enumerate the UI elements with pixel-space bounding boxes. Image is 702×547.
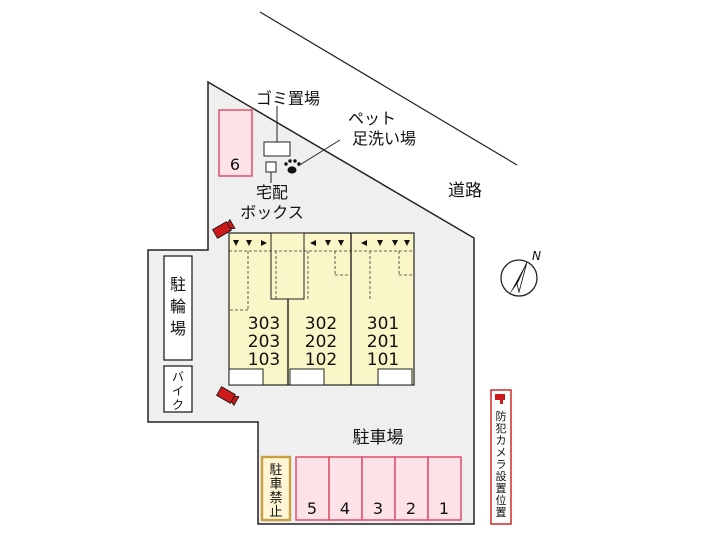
road-label: 道路: [448, 181, 482, 201]
no-parking-char-3: 禁: [269, 491, 282, 506]
unit-number-301: 301: [367, 314, 399, 334]
garbage-station: [263, 141, 291, 157]
units-column-2: 302 202 102: [305, 314, 337, 370]
camera-legend-char-6: 設: [496, 469, 507, 483]
parking-lot-label: 駐車場: [353, 428, 404, 448]
delivery-label-line2: ボックス: [240, 203, 304, 222]
parking-space-1-number: 1: [439, 499, 449, 518]
camera-legend-char-9: 置: [496, 506, 507, 519]
camera-legend-char-2: 犯: [496, 422, 507, 435]
camera-legend-char-4: メ: [496, 446, 507, 459]
parking-space-4: 4: [328, 456, 363, 521]
north-arrow-icon: N: [500, 249, 541, 297]
camera-legend: 防 犯 カ メ ラ 設 置 位 置: [490, 389, 512, 525]
parking-space-1: 1: [427, 456, 462, 521]
north-label: N: [532, 249, 541, 263]
security-camera-icon: [212, 218, 236, 239]
pet-wash-label-line1: ペット: [348, 109, 396, 128]
parking-space-3-number: 3: [373, 499, 383, 518]
unit-number-201: 201: [367, 332, 399, 352]
delivery-label-line1: 宅配: [256, 183, 288, 202]
unit-number-203: 203: [248, 332, 280, 352]
parking-space-5: 5: [295, 456, 330, 521]
parking-space-3: 3: [361, 456, 396, 521]
units-column-3: 301 201 101: [367, 314, 399, 370]
parking-space-5-number: 5: [307, 499, 317, 518]
unit-number-102: 102: [305, 350, 337, 370]
parking-space-4-number: 4: [340, 499, 350, 518]
parking-space-6-number: 6: [230, 155, 240, 174]
motorbike-char-2: イ: [172, 384, 184, 398]
no-parking-char-2: 車: [269, 477, 282, 492]
security-camera-icon: [216, 386, 240, 407]
camera-legend-char-8: 位: [496, 493, 507, 507]
unit-number-202: 202: [305, 332, 337, 352]
motorbike-parking: バ イ ク: [163, 365, 193, 413]
bike-parking-char-1: 駐: [170, 275, 186, 294]
unit-number-302: 302: [305, 314, 337, 334]
motorbike-char-1: バ: [172, 370, 184, 384]
parking-space-2: 2: [394, 456, 429, 521]
motorbike-char-3: ク: [172, 398, 184, 412]
paw-icon: [284, 159, 301, 174]
bike-parking: 駐 輪 場: [163, 255, 193, 361]
garbage-label: ゴミ置場: [256, 89, 320, 108]
no-parking-char-1: 駐: [269, 463, 282, 478]
pet-wash-label-line2: 足洗い場: [352, 129, 416, 148]
unit-number-303: 303: [248, 314, 280, 334]
no-parking-char-4: 止: [269, 505, 282, 520]
camera-legend-char-7: 置: [496, 482, 507, 495]
camera-legend-char-3: カ: [496, 434, 507, 447]
camera-legend-char-5: ラ: [496, 458, 507, 471]
legend-camera-icon: [495, 394, 505, 404]
camera-legend-char-1: 防: [496, 409, 507, 423]
unit-number-103: 103: [248, 350, 280, 370]
road-boundary-line: [259, 11, 518, 166]
no-parking-area: 駐 車 禁 止: [260, 455, 292, 522]
bike-parking-char-3: 場: [170, 319, 186, 338]
units-column-1: 303 203 103: [248, 314, 280, 370]
delivery-box: [265, 161, 277, 173]
parking-space-2-number: 2: [406, 499, 416, 518]
apartment-building: [228, 232, 415, 386]
parking-space-6: 6: [218, 109, 253, 177]
unit-number-101: 101: [367, 350, 399, 370]
bike-parking-char-2: 輪: [170, 297, 186, 316]
pet-wash-leader-line: [297, 139, 341, 167]
